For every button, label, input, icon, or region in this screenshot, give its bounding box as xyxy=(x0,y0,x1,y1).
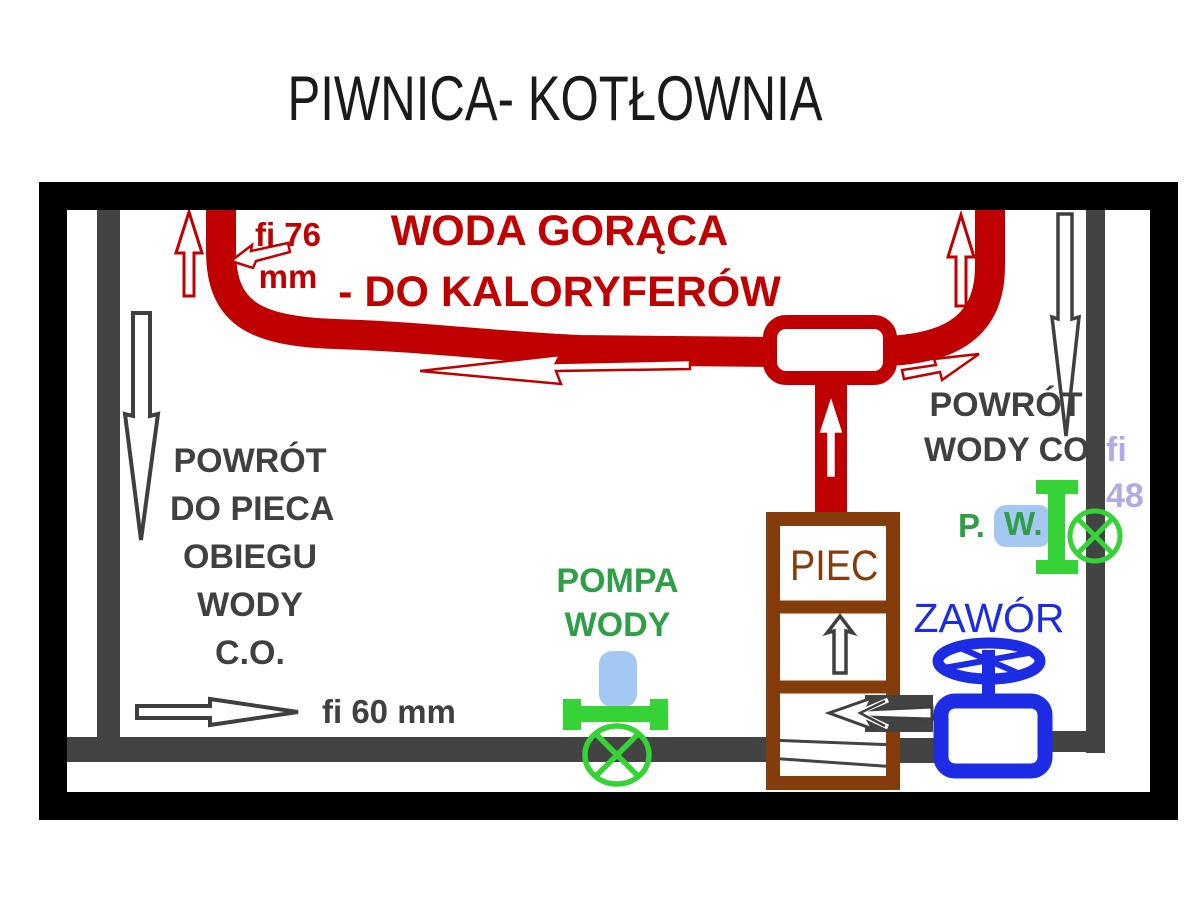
i-beam-valve-bottom-cap xyxy=(1036,560,1078,574)
diagram-frame xyxy=(39,182,1178,820)
floor-pipe-to-valve xyxy=(895,738,937,763)
hot-water-pipe xyxy=(206,204,1005,368)
tap-water-p-label: P. xyxy=(958,507,985,544)
fi76-pointer-arrow-icon xyxy=(228,241,292,270)
valve-handwheel-spoke-2 xyxy=(956,644,1022,677)
hot-water-flow-left-arrow-icon xyxy=(419,353,692,386)
tap-circle-x-valve-icon xyxy=(1067,508,1123,564)
pump-icon xyxy=(599,651,637,707)
pipe-diameter-bottom-label: fi 60 mm xyxy=(322,693,456,730)
hot-water-up-arrow-left-icon xyxy=(173,207,205,298)
tap-valve-x-stroke-2 xyxy=(1076,517,1114,555)
pump-flange-bar xyxy=(563,706,668,722)
i-beam-valve-top-cap xyxy=(1036,480,1078,494)
furnace-label: PIEC xyxy=(790,542,879,590)
junction-box xyxy=(763,315,897,385)
furnace-draft-up-arrow-icon xyxy=(822,613,858,675)
tap-water-w-label: W. xyxy=(1004,505,1043,542)
furnace-inlet-left-arrow-icon xyxy=(824,695,934,732)
furnace-pass-pipe-bottom-line xyxy=(767,756,898,769)
valve-body xyxy=(933,693,1053,779)
i-beam-valve-stem xyxy=(1048,491,1065,563)
valve-handwheel-icon xyxy=(932,637,1046,685)
pump-valve-x-stroke-2 xyxy=(593,731,641,779)
furnace-pass-pipe-top-line xyxy=(767,738,898,747)
feed-flow-up-arrow-icon xyxy=(816,389,846,480)
valve-label: ZAWÓR xyxy=(913,595,1065,641)
page-title: PIWNICA- KOTŁOWNIA xyxy=(287,64,823,134)
pump-flange-left-cap xyxy=(563,699,581,730)
hot-water-flow-right-arrow-icon xyxy=(900,352,980,383)
return-down-arrow-right-icon xyxy=(1049,212,1082,437)
tap-water-highlight xyxy=(994,505,1051,547)
floor-pipe xyxy=(67,737,770,762)
hot-water-up-arrow-right-icon xyxy=(945,209,977,308)
return-pipe-right xyxy=(1086,206,1105,753)
wall-pipe-left xyxy=(97,206,120,740)
pump-flange-right-cap xyxy=(650,699,668,730)
hot-water-label: WODA GORĄCA- DO KALORYFERÓW xyxy=(338,207,781,316)
return-down-arrow-left-icon xyxy=(122,311,161,541)
pump-circle-x-valve-icon xyxy=(582,723,652,787)
furnace-box xyxy=(766,512,900,790)
floor-flow-right-arrow-icon xyxy=(135,696,299,728)
furnace-inlet-arrow-chevron-outline xyxy=(857,699,886,728)
return-pipe-elbow xyxy=(1046,731,1090,752)
